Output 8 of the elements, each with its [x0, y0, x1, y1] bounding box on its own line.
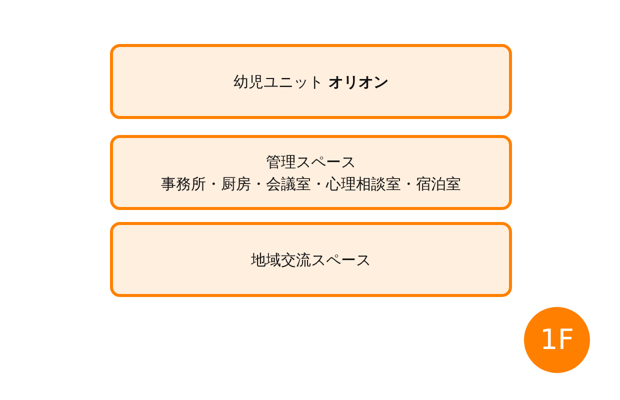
space-name: 地域交流スペース: [251, 250, 371, 270]
space-panel: [110, 135, 512, 210]
space-panel: [110, 222, 512, 297]
unit-name: 幼児ユニット オリオン: [234, 72, 388, 92]
space-heading: 管理スペース: [266, 152, 356, 172]
unit-panel: [110, 44, 512, 119]
floor-label: 1F: [540, 325, 574, 355]
room-list: 事務所・厨房・会議室・心理相談室・宿泊室: [161, 172, 461, 194]
